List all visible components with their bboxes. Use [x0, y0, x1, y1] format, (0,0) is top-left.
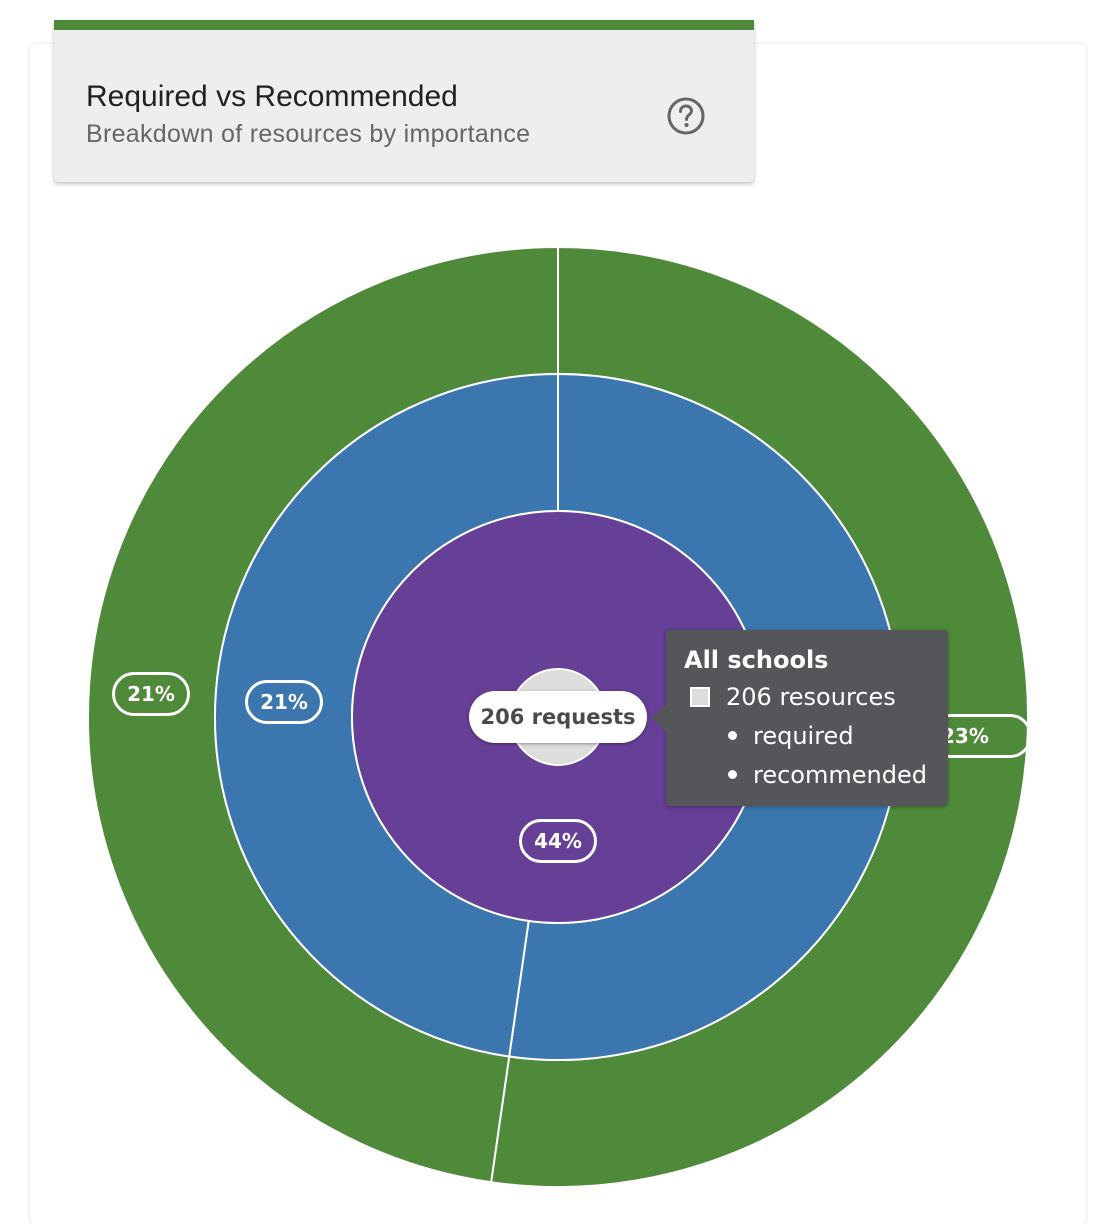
bullet-dot-icon	[728, 730, 737, 740]
tooltip-resources-line: 206 resources	[726, 683, 896, 711]
tooltip-arrow	[652, 704, 666, 732]
tooltip-title: All schools	[684, 646, 829, 674]
tooltip-bullet-required: required	[728, 722, 854, 750]
outer-left-pct-label: 21%	[112, 672, 190, 716]
chart-header: Required vs Recommended Breakdown of res…	[54, 20, 754, 182]
chart-title: Required vs Recommended	[86, 80, 458, 113]
chart-tooltip: All schools 206 resources required recom…	[652, 630, 948, 806]
question-circle-icon[interactable]	[666, 96, 706, 136]
center-requests-label[interactable]: 206 requests	[469, 691, 647, 743]
tooltip-swatch	[690, 687, 710, 707]
bullet-dot-icon	[728, 769, 737, 779]
inner-pct-label: 44%	[519, 819, 597, 863]
sunburst-chart	[87, 245, 1029, 1188]
middle-left-pct-label: 21%	[245, 680, 323, 724]
chart-subtitle: Breakdown of resources by importance	[86, 120, 531, 148]
tooltip-bullet-recommended: recommended	[728, 761, 927, 789]
